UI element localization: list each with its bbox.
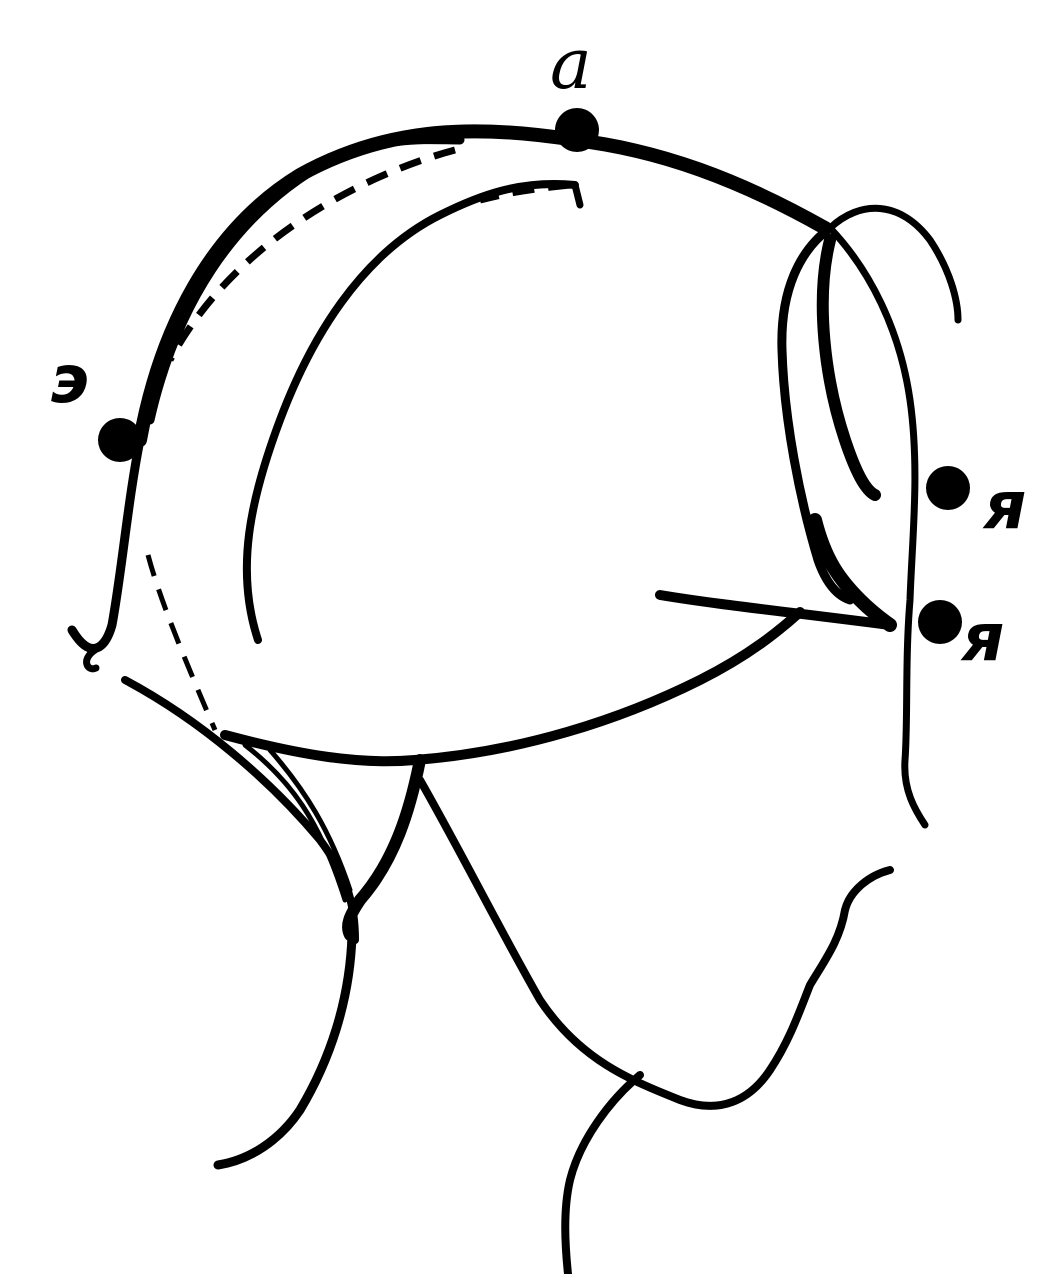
label-top: a bbox=[550, 23, 592, 105]
electrode-top bbox=[555, 108, 599, 152]
chin-strap bbox=[125, 595, 890, 940]
neck-and-profile bbox=[218, 780, 890, 1274]
dashed-guides bbox=[148, 150, 570, 730]
face-outline bbox=[830, 228, 925, 825]
label-right-upper: я bbox=[982, 467, 1026, 544]
label-left: э bbox=[50, 341, 89, 418]
label-right-lower: я bbox=[960, 599, 1004, 676]
electrode-right-lower bbox=[918, 600, 962, 644]
head-outline bbox=[72, 131, 825, 669]
ear bbox=[782, 208, 958, 625]
electrode-left bbox=[98, 418, 142, 462]
electrode-right-upper bbox=[926, 466, 970, 510]
